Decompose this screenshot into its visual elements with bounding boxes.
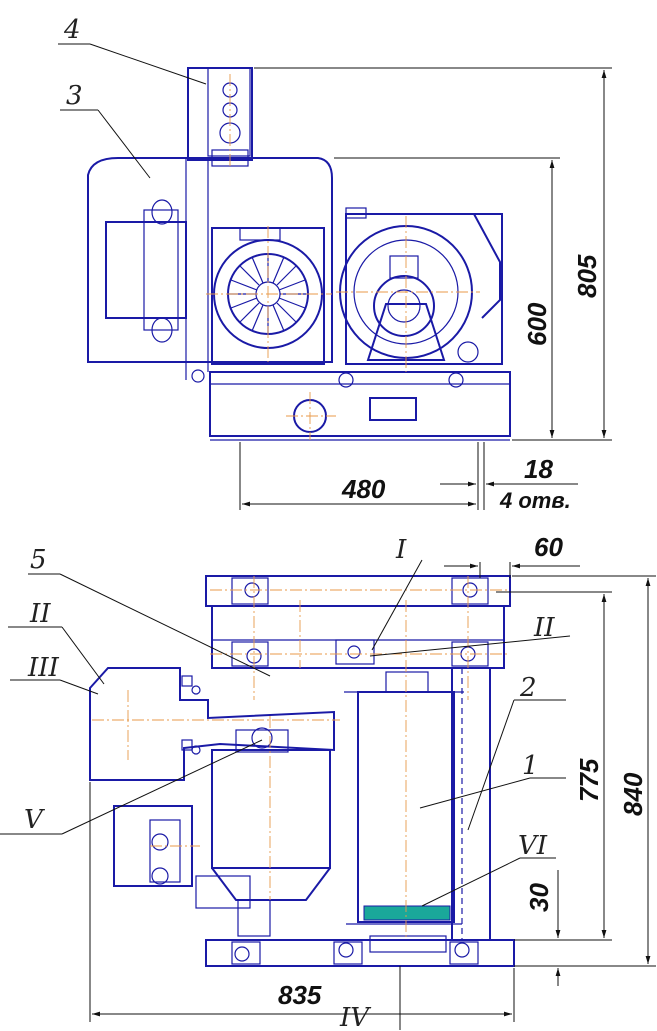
dim-holes-count: 4 отв. — [499, 488, 571, 513]
view-II-left-label: II — [29, 599, 51, 629]
top-horizontal-dims — [239, 442, 578, 510]
winch-gearbox — [339, 207, 503, 365]
item-2-label: 2 — [519, 673, 537, 703]
gearbox-housing — [89, 667, 335, 781]
top-view-leaders — [58, 43, 207, 179]
front-view-leaders — [0, 559, 571, 1030]
front-view: 5 II III V I II 2 1 VI IV 60 775 — [0, 532, 656, 1031]
view-I-label: I — [395, 535, 407, 565]
front-dims — [89, 562, 656, 1022]
view-III-label: III — [27, 653, 60, 683]
base-frame — [191, 369, 511, 441]
item-4-label: 4 — [63, 15, 81, 45]
dim-600: 600 — [522, 302, 552, 346]
view-V-label: V — [24, 805, 45, 835]
control-box — [187, 67, 253, 167]
dim-805: 805 — [572, 254, 602, 298]
view-II-right-label: II — [533, 613, 555, 643]
dim-30: 30 — [524, 883, 554, 912]
bottom-frame — [205, 935, 515, 967]
top-centerlines — [206, 74, 480, 440]
view-IV-label: IV — [339, 1003, 371, 1031]
view-VI-label: VI — [518, 831, 548, 861]
side-rail — [451, 667, 491, 941]
dim-840: 840 — [618, 772, 648, 816]
dim-60: 60 — [534, 532, 563, 562]
dim-18: 18 — [524, 454, 553, 484]
top-vertical-dims — [254, 67, 612, 441]
front-centerlines — [92, 576, 510, 940]
item-1-label: 1 — [522, 751, 539, 781]
dim-480: 480 — [341, 474, 386, 504]
motor-housing — [87, 157, 333, 380]
top-view: 4 3 805 600 480 18 4 отв. — [58, 15, 612, 513]
dim-775: 775 — [574, 758, 604, 802]
dim-835: 835 — [278, 980, 322, 1010]
item-5-label: 5 — [30, 545, 47, 575]
top-frame — [205, 575, 511, 669]
item-3-label: 3 — [66, 81, 83, 111]
drum — [344, 671, 464, 925]
